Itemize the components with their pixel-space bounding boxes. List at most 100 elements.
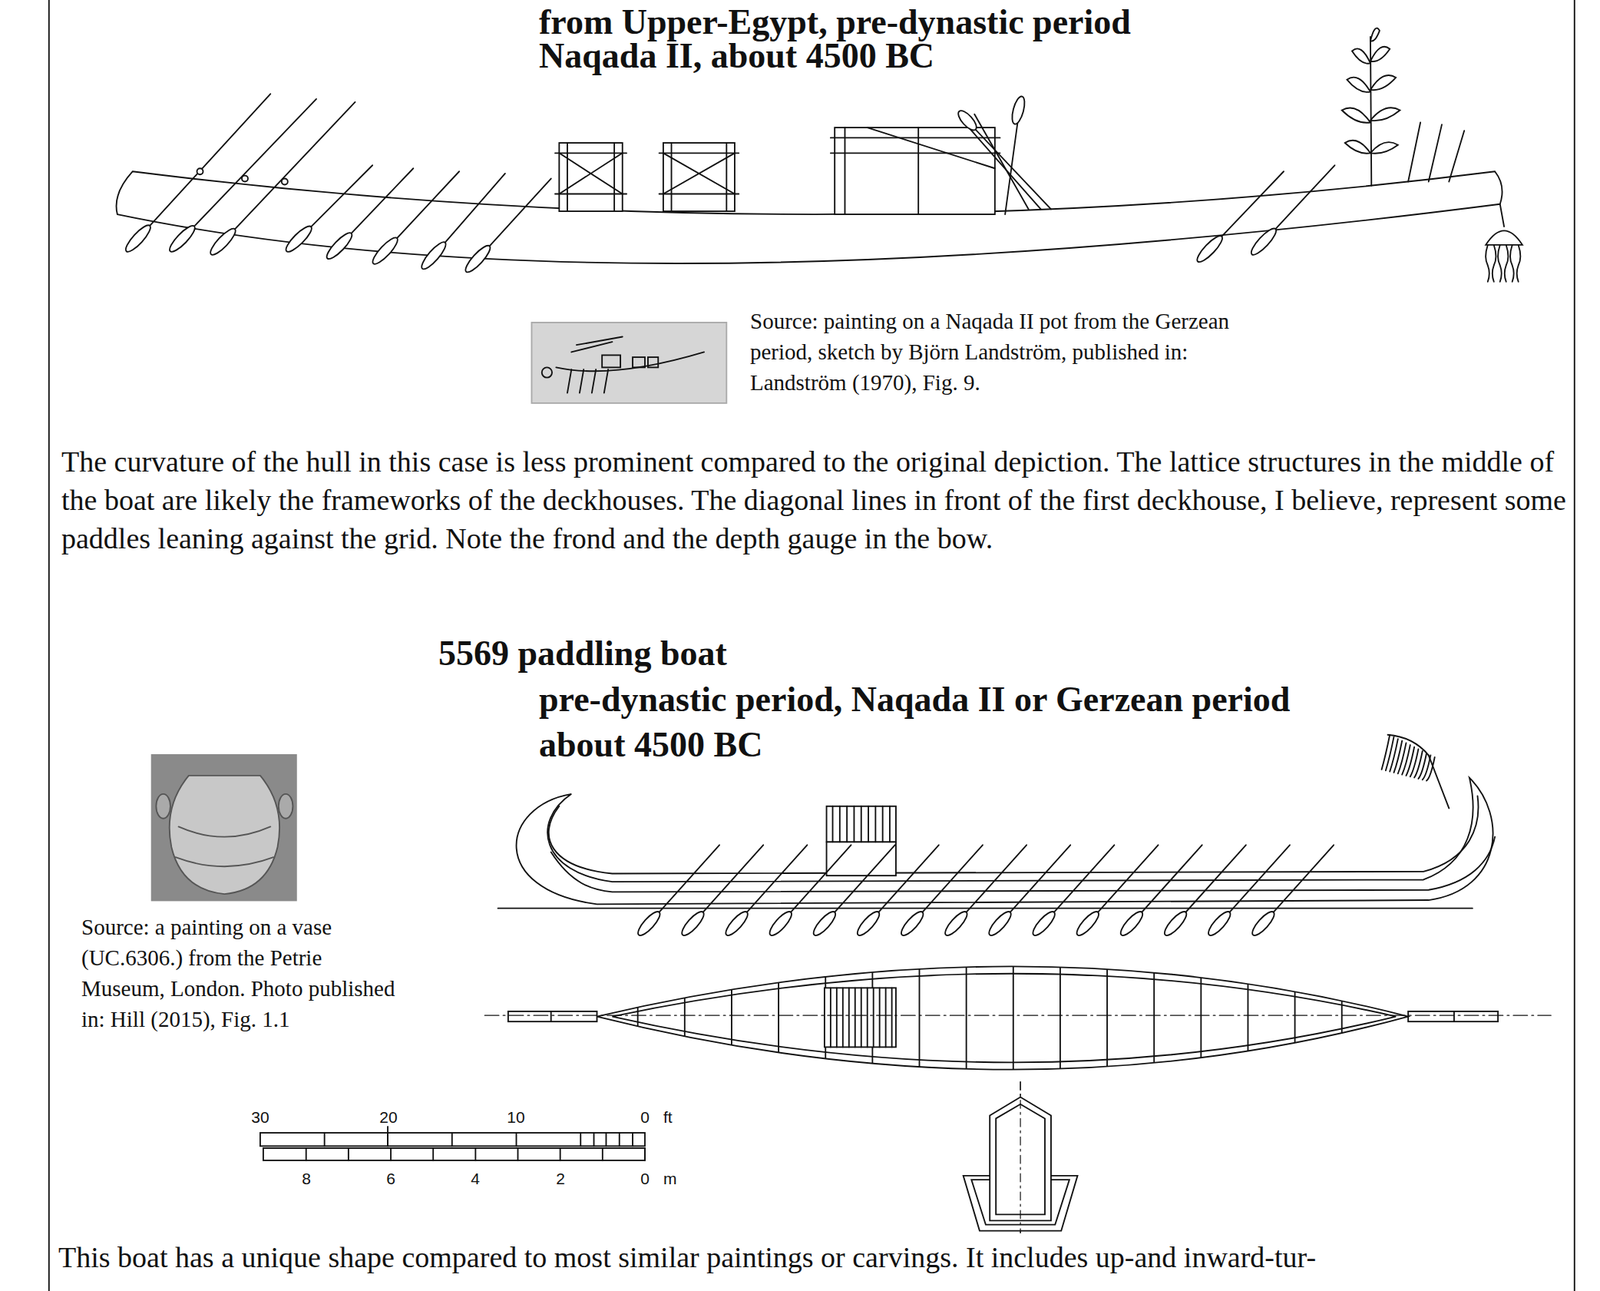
drawing-group — [49, 0, 1575, 1291]
frond-stem — [1428, 754, 1450, 808]
paddle-blade — [985, 908, 1015, 939]
hull-outline — [116, 171, 1503, 264]
lattice-post — [671, 142, 673, 212]
frond-leaf — [1370, 107, 1401, 121]
hull-outline — [516, 777, 1494, 905]
paddle-blade — [766, 908, 796, 939]
frame-line — [48, 0, 50, 1291]
post-line — [550, 1011, 553, 1022]
deckhouse-stripe — [842, 987, 844, 1047]
deckhouse-stripe — [846, 806, 848, 843]
deckhouse-stripe — [866, 987, 869, 1047]
paddle-blade — [1029, 908, 1058, 939]
paddle-blade — [462, 242, 493, 275]
thumb-hull — [555, 351, 705, 371]
scale-tick — [386, 1126, 389, 1146]
deckhouse — [826, 806, 896, 876]
scale-number: 0 — [640, 1107, 650, 1127]
vase-decoration — [175, 856, 275, 867]
deckhouse-stripe — [860, 806, 863, 843]
lattice-post — [566, 142, 569, 212]
rib — [1200, 918, 1202, 1123]
leaning-paddle — [974, 114, 1029, 210]
deckhouse-stripe — [891, 987, 893, 1047]
frond-leaf — [1345, 140, 1371, 154]
heading-text: Naqada II, about 4500 BC — [538, 33, 935, 79]
scale-unit: ft — [663, 1107, 673, 1127]
lattice-post — [725, 142, 728, 212]
hull-plan — [597, 965, 1409, 1069]
scale-tick — [474, 1147, 477, 1161]
scale-tick — [601, 1147, 604, 1161]
thole-loop — [241, 175, 248, 182]
thumb-house — [632, 357, 645, 367]
deckhouse-stripe — [879, 987, 881, 1047]
lattice-bar — [867, 127, 996, 169]
vase-decoration — [178, 826, 272, 837]
heading-text: pre-dynastic period, Naqada II or Gerzea… — [538, 677, 1290, 722]
frond-leaf — [1381, 734, 1391, 770]
thumb-house — [601, 354, 621, 367]
stern-post — [508, 1011, 598, 1022]
bow-pole — [1448, 130, 1465, 182]
depth-gauge-cord — [1485, 244, 1490, 282]
paddle-blade — [1117, 908, 1147, 939]
spear-head — [1009, 95, 1027, 126]
thumb-paddle — [567, 369, 572, 394]
rib — [730, 918, 733, 1123]
vase-photo — [151, 753, 298, 901]
scale-tick — [605, 1132, 608, 1146]
vase-handle — [278, 793, 294, 819]
lattice-bar — [830, 136, 1001, 139]
stem-post — [1408, 1011, 1498, 1022]
depth-gauge-cord — [1504, 244, 1509, 282]
scale-number: 0 — [640, 1169, 650, 1188]
scale-number: 2 — [555, 1169, 566, 1188]
scale-tick — [305, 1147, 308, 1161]
lattice-bar — [555, 152, 627, 154]
deckhouse-stripe — [872, 987, 875, 1047]
scale-tick — [517, 1147, 520, 1161]
paddle-blade — [418, 238, 450, 272]
frame-line — [1573, 0, 1576, 1291]
lattice-post — [917, 127, 920, 215]
thumb-paddle — [591, 369, 596, 394]
frond-leaf — [1389, 738, 1399, 772]
description-text: The curvature of the hull in this case i… — [61, 442, 1567, 558]
centerline — [1019, 1081, 1021, 1234]
deckhouse-stripe — [885, 987, 887, 1047]
thumb-house — [647, 357, 658, 367]
rib — [777, 918, 780, 1123]
waterline — [498, 907, 1473, 910]
scale-tick — [559, 1147, 562, 1161]
deckhouse-stripe — [867, 806, 870, 843]
frond-leaf — [1370, 28, 1380, 42]
lattice-bar — [555, 193, 627, 196]
depth-gauge-cord — [1517, 244, 1521, 282]
centerline — [484, 1014, 1551, 1016]
sketch-thumbnail — [531, 322, 727, 404]
depth-gauge-cord — [1492, 244, 1497, 282]
paddle-blade — [283, 223, 315, 255]
lattice-bar — [558, 152, 622, 194]
depth-gauge — [1485, 230, 1523, 245]
rib — [637, 918, 639, 1123]
paddle-blade — [122, 221, 154, 255]
paddle-blade — [166, 222, 199, 255]
paddle-blade — [678, 908, 708, 939]
paddle-blade — [898, 908, 927, 939]
lattice-post — [844, 127, 847, 215]
deckhouse-stripe — [848, 987, 850, 1047]
rib — [1247, 918, 1250, 1123]
source-caption: Source: painting on a Naqada II pot from… — [750, 305, 1250, 398]
scale-tick — [390, 1147, 392, 1161]
scale-number: 6 — [386, 1169, 396, 1188]
deckhouse-stripe — [889, 806, 891, 843]
deckhouse-stripe — [860, 987, 863, 1047]
paddle-blade — [1248, 225, 1280, 258]
rib — [1294, 918, 1296, 1123]
rib — [1341, 918, 1343, 1123]
paddle-blade — [1205, 908, 1234, 939]
